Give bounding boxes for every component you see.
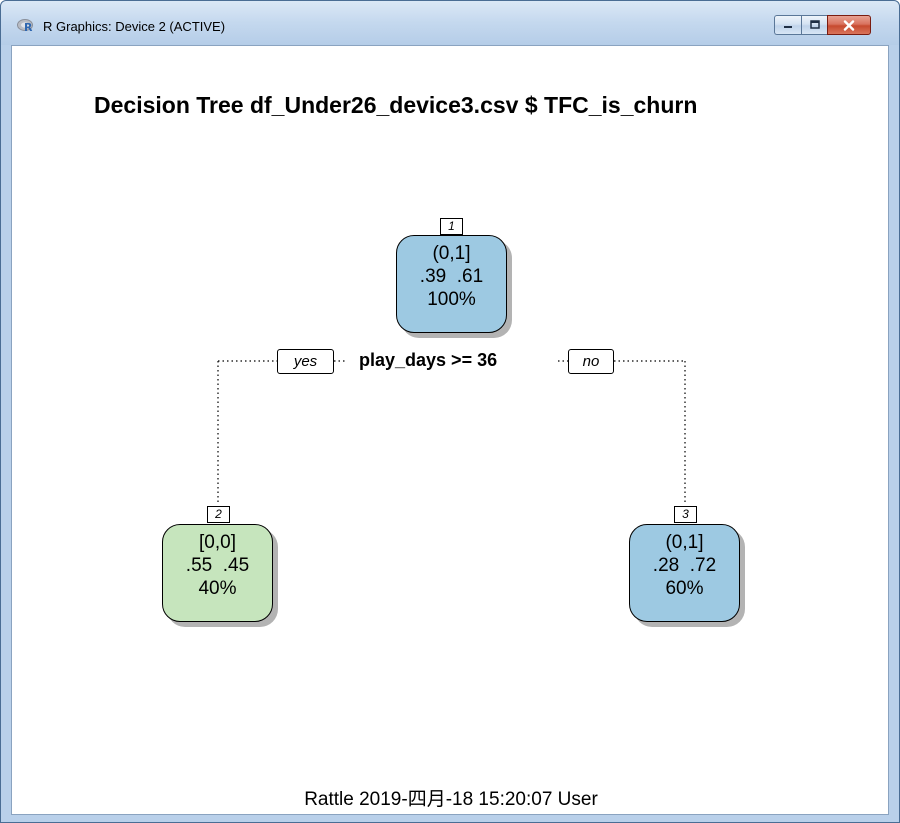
tree-connectors xyxy=(217,360,686,504)
tree-node-2: [0,0] .55 .45 40% xyxy=(162,524,273,622)
node-probabilities: .28 .72 xyxy=(652,555,717,576)
node-probabilities: .39 .61 xyxy=(419,266,484,287)
node-number-1: 1 xyxy=(440,218,463,235)
r-logo-icon: R xyxy=(17,19,33,33)
plot-title: Decision Tree df_Under26_device3.csv $ T… xyxy=(94,92,698,118)
node-percentage: 60% xyxy=(665,578,704,599)
tree-node-1: (0,1] .39 .61 100% xyxy=(396,235,507,333)
no-branch-tag: no xyxy=(568,349,614,374)
maximize-button[interactable] xyxy=(801,15,827,35)
node-class-label: (0,1] xyxy=(432,243,471,264)
plot-footer: Rattle 2019-四月-18 15:20:07 User xyxy=(304,789,598,810)
close-button[interactable] xyxy=(827,15,871,35)
close-icon xyxy=(843,19,855,31)
node-number-2: 2 xyxy=(207,506,230,523)
node-class-label: [0,0] xyxy=(199,532,236,553)
node-number-3: 3 xyxy=(674,506,697,523)
tree-node-3: (0,1] .28 .72 60% xyxy=(629,524,740,622)
split-condition-label: play_days >= 36 xyxy=(359,350,498,370)
node-percentage: 40% xyxy=(198,578,237,599)
yes-branch-tag: yes xyxy=(277,349,334,374)
svg-text:R: R xyxy=(24,21,33,33)
maximize-icon xyxy=(809,20,820,29)
window-title: R Graphics: Device 2 (ACTIVE) xyxy=(43,19,226,34)
node-probabilities: .55 .45 xyxy=(185,555,250,576)
title-bar[interactable]: R R Graphics: Device 2 (ACTIVE) xyxy=(1,1,899,45)
plot-canvas: Decision Tree df_Under26_device3.csv $ T… xyxy=(11,45,889,815)
node-percentage: 100% xyxy=(427,289,476,310)
minimize-icon xyxy=(784,26,792,28)
caption-buttons xyxy=(774,15,871,35)
node-class-label: (0,1] xyxy=(665,532,704,553)
minimize-button[interactable] xyxy=(774,15,801,35)
